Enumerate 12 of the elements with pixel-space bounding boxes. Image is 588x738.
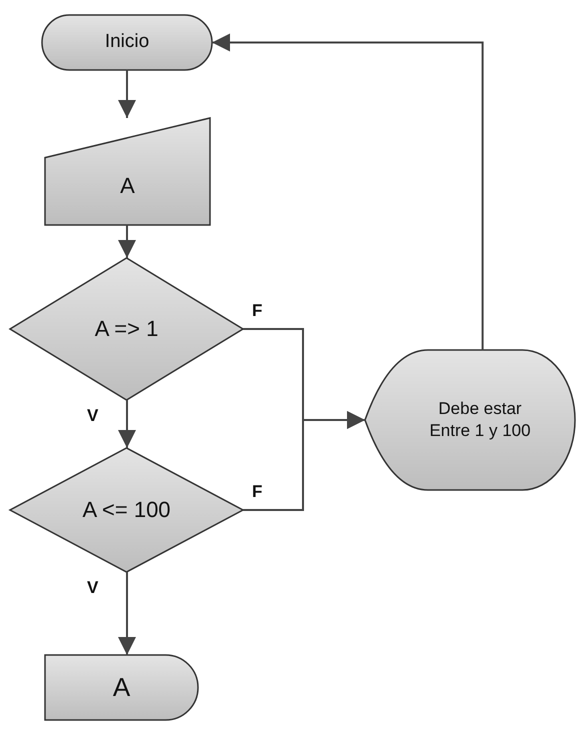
arrow [212, 34, 484, 350]
node-label: Inicio [104, 30, 150, 54]
arrow [118, 400, 136, 448]
node-label: A [112, 670, 130, 704]
arrow [118, 225, 136, 258]
arrow [118, 572, 136, 655]
node-label: A <= 100 [82, 496, 171, 524]
node-label: Debe estar Entre 1 y 100 [428, 398, 532, 442]
arrow [118, 70, 136, 118]
node-label: A [120, 172, 135, 200]
node-label: A => 1 [94, 314, 158, 343]
arrow [243, 411, 365, 511]
